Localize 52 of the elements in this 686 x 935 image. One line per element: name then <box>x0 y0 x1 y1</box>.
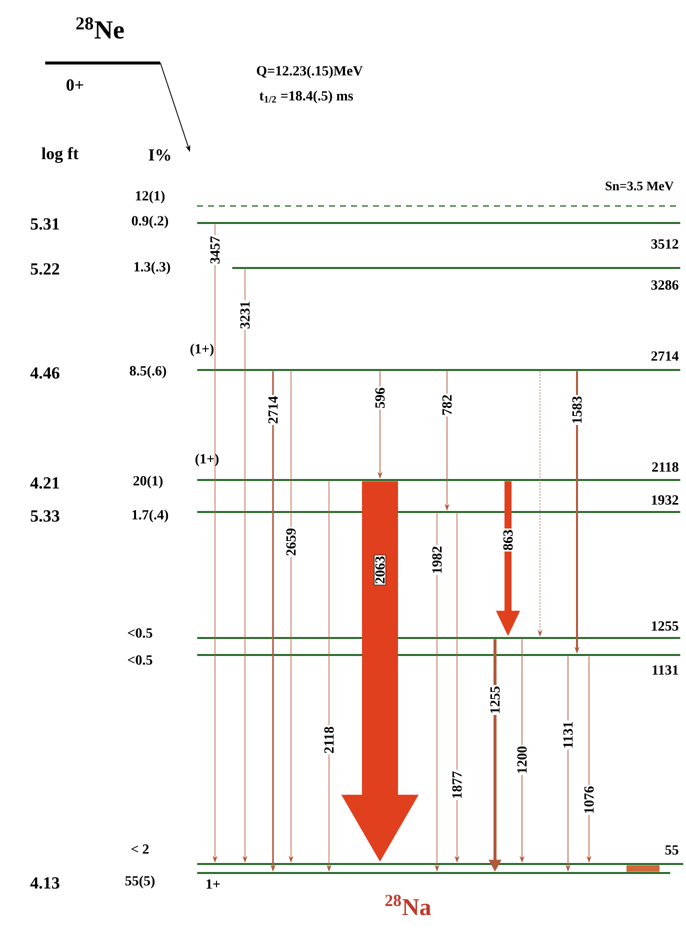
log-ft-value: 5.33 <box>30 510 60 522</box>
column-heading: log ft <box>42 147 79 163</box>
spin-label: (1+) <box>195 454 219 466</box>
isotope-label: $^{28}$Ne <box>76 17 124 39</box>
edge-label: 2714 <box>267 395 279 425</box>
edge-label: 1877 <box>451 770 463 800</box>
energy-label: 1932 <box>652 495 678 505</box>
intensity-value: <0.5 <box>128 655 152 665</box>
intensity-value: 55(5) <box>125 876 155 888</box>
intensity-value: 1.7(.4) <box>132 510 168 522</box>
separation-energy-label: Sn=3.5 MeV <box>606 182 674 190</box>
energy-label: 1255 <box>652 621 678 631</box>
log-ft-value: 4.46 <box>30 367 60 379</box>
edge-label: 1255 <box>489 685 501 715</box>
edge-label: 3231 <box>239 300 251 330</box>
edge-label: 863 <box>502 528 514 552</box>
log-ft-value: 4.13 <box>30 877 60 889</box>
intensity-value: 12(1) <box>136 190 165 204</box>
energy-label: 55 <box>665 845 678 855</box>
edge-label: 2118 <box>323 725 335 755</box>
spin-label: 0+ <box>66 79 84 91</box>
log-ft-value: 5.22 <box>30 263 60 275</box>
edge-label: 596 <box>374 386 386 410</box>
edge-label: 782 <box>441 394 453 416</box>
q-value-label: Q=12.23(.15)MeV <box>256 66 363 78</box>
edge-label: 3457 <box>209 235 221 265</box>
column-heading: I% <box>148 149 170 161</box>
log-ft-value: 4.21 <box>30 477 59 489</box>
intensity-value: 0.9(.2) <box>132 216 168 228</box>
edge-label: 1076 <box>583 785 595 815</box>
intensity-value: < 2 <box>131 844 149 854</box>
intensity-value: 20(1) <box>133 476 163 488</box>
isotope-label: $^{28}$Na <box>385 894 431 916</box>
edge-label: 1200 <box>516 745 528 775</box>
edge-label: 1131 <box>562 720 574 750</box>
intensity-value: 8.5(.6) <box>130 366 166 378</box>
energy-label: 3512 <box>651 239 678 249</box>
edge-label: 1583 <box>571 395 583 425</box>
energy-label: 2118 <box>652 462 678 472</box>
edge-label: 2659 <box>285 527 297 557</box>
energy-label: 1131 <box>652 665 678 675</box>
log-ft-value: 5.31 <box>30 218 59 230</box>
transition-bar <box>626 865 660 872</box>
half-life-label: t$_{1/2}$ =18.4(.5) ms <box>259 90 353 104</box>
intensity-value: <0.5 <box>128 628 152 638</box>
energy-label: 3286 <box>651 280 678 290</box>
spin-label: (1+) <box>190 344 214 356</box>
intensity-value: 1.3(.3) <box>134 262 170 274</box>
edge-label: 1982 <box>431 545 443 575</box>
energy-label: 2714 <box>651 351 679 361</box>
spin-label: 1+ <box>206 879 220 889</box>
edge-label: 2063 <box>374 554 386 586</box>
